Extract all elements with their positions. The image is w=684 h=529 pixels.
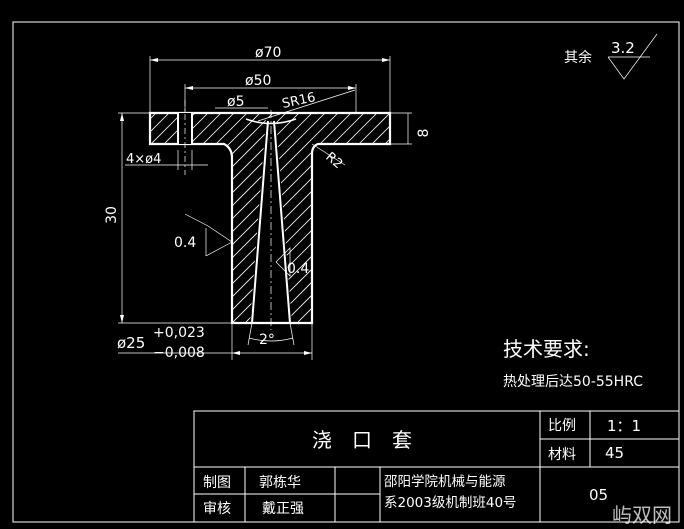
angle-ext-left — [247, 322, 253, 346]
hatch-line — [266, 113, 390, 323]
hatch-line — [397, 100, 637, 340]
hatch-line — [150, 113, 365, 323]
hatch-line — [201, 113, 390, 323]
bore-left — [251, 120, 269, 324]
sr16-leader — [257, 89, 356, 122]
hatch-line — [423, 100, 663, 340]
hatch-line — [514, 100, 684, 340]
tol-lower: −0,008 — [153, 345, 205, 361]
check-label: 审核 — [203, 501, 231, 517]
hatch-line — [370, 113, 390, 323]
rough1-label: 0.4 — [174, 235, 196, 251]
h30-label: 30 — [104, 206, 120, 224]
drawn-label: 制图 — [203, 475, 231, 491]
r2-leader — [311, 143, 346, 166]
hatch-line — [150, 113, 248, 323]
hatch-line — [475, 100, 684, 340]
sr16-label: SR16 — [281, 90, 317, 112]
check-name: 戴正强 — [262, 501, 304, 517]
hatch-line — [449, 100, 684, 340]
surface-note-symbol — [607, 33, 658, 80]
hatch-line — [150, 113, 170, 323]
d70-label: ø70 — [255, 45, 281, 61]
material-value: 45 — [605, 444, 624, 462]
hatch-line — [150, 113, 235, 323]
hatch-line — [566, 100, 684, 340]
hatch-line — [436, 100, 676, 340]
hatch-line — [579, 100, 684, 340]
section-hatching — [0, 100, 684, 340]
bore-right — [273, 120, 291, 324]
hatch-line — [318, 113, 390, 323]
hatch-line — [150, 113, 157, 323]
angle-ext-right — [289, 322, 295, 346]
hatch-line — [279, 113, 390, 323]
hatch-line — [175, 113, 390, 323]
watermark: 屿双网 — [612, 503, 672, 527]
hatch-line — [344, 113, 390, 323]
h8-label: 8 — [416, 129, 432, 138]
rough2-symbol — [275, 247, 291, 277]
part-name: 浇 口 套 — [312, 428, 412, 452]
hatch-line — [150, 113, 339, 323]
bore-clear — [250, 118, 292, 323]
sphere-recess — [245, 118, 297, 125]
hatch-line — [331, 113, 390, 323]
hatch-line — [357, 113, 390, 323]
hatch-line — [188, 113, 390, 323]
rough1-symbol — [205, 225, 233, 257]
tol-upper: +0,023 — [153, 325, 205, 341]
drawing-number: 05 — [589, 486, 608, 504]
hatch-line — [150, 113, 287, 323]
hatch-line — [527, 100, 684, 340]
hatch-line — [0, 100, 143, 340]
hatch-line — [150, 113, 261, 323]
tech-item: 热处理后达50-55HRC — [503, 374, 643, 390]
hatch-line — [150, 113, 209, 323]
school-line1: 邵阳学院机械与能源 — [384, 474, 506, 490]
surface-note-label: 其余 — [564, 49, 592, 66]
rough1-leader — [184, 213, 209, 227]
drawn-name: 郭栋华 — [259, 474, 301, 491]
hatch-line — [540, 100, 684, 340]
surface-note-value: 3.2 — [611, 39, 635, 57]
d25-arrows — [232, 351, 312, 355]
holes-label: 4×ø4 — [126, 152, 161, 167]
hatch-line — [553, 100, 684, 340]
school-line2: 系2003级机制班40号 — [384, 495, 517, 511]
material-label: 材料 — [548, 447, 576, 463]
d50-label: ø50 — [245, 73, 271, 89]
scale-value: 1：1 — [607, 417, 641, 435]
hatch-line — [292, 113, 390, 323]
hatch-line — [150, 113, 183, 323]
rough2-label: 0.4 — [287, 261, 309, 277]
angle-label: 2° — [259, 332, 275, 348]
tol-base: ø25 — [117, 334, 145, 352]
hatch-line — [488, 100, 684, 340]
angle-arc — [248, 337, 294, 342]
hatch-line — [150, 113, 196, 323]
d5-label: ø5 — [227, 94, 244, 110]
hatch-line — [410, 100, 650, 340]
tech-title: 技术要求: — [503, 337, 590, 361]
scale-label: 比例 — [548, 418, 576, 434]
hatch-line — [150, 113, 274, 323]
hatch-line — [462, 100, 684, 340]
hatch-line — [501, 100, 684, 340]
title-block-grid — [193, 410, 680, 523]
